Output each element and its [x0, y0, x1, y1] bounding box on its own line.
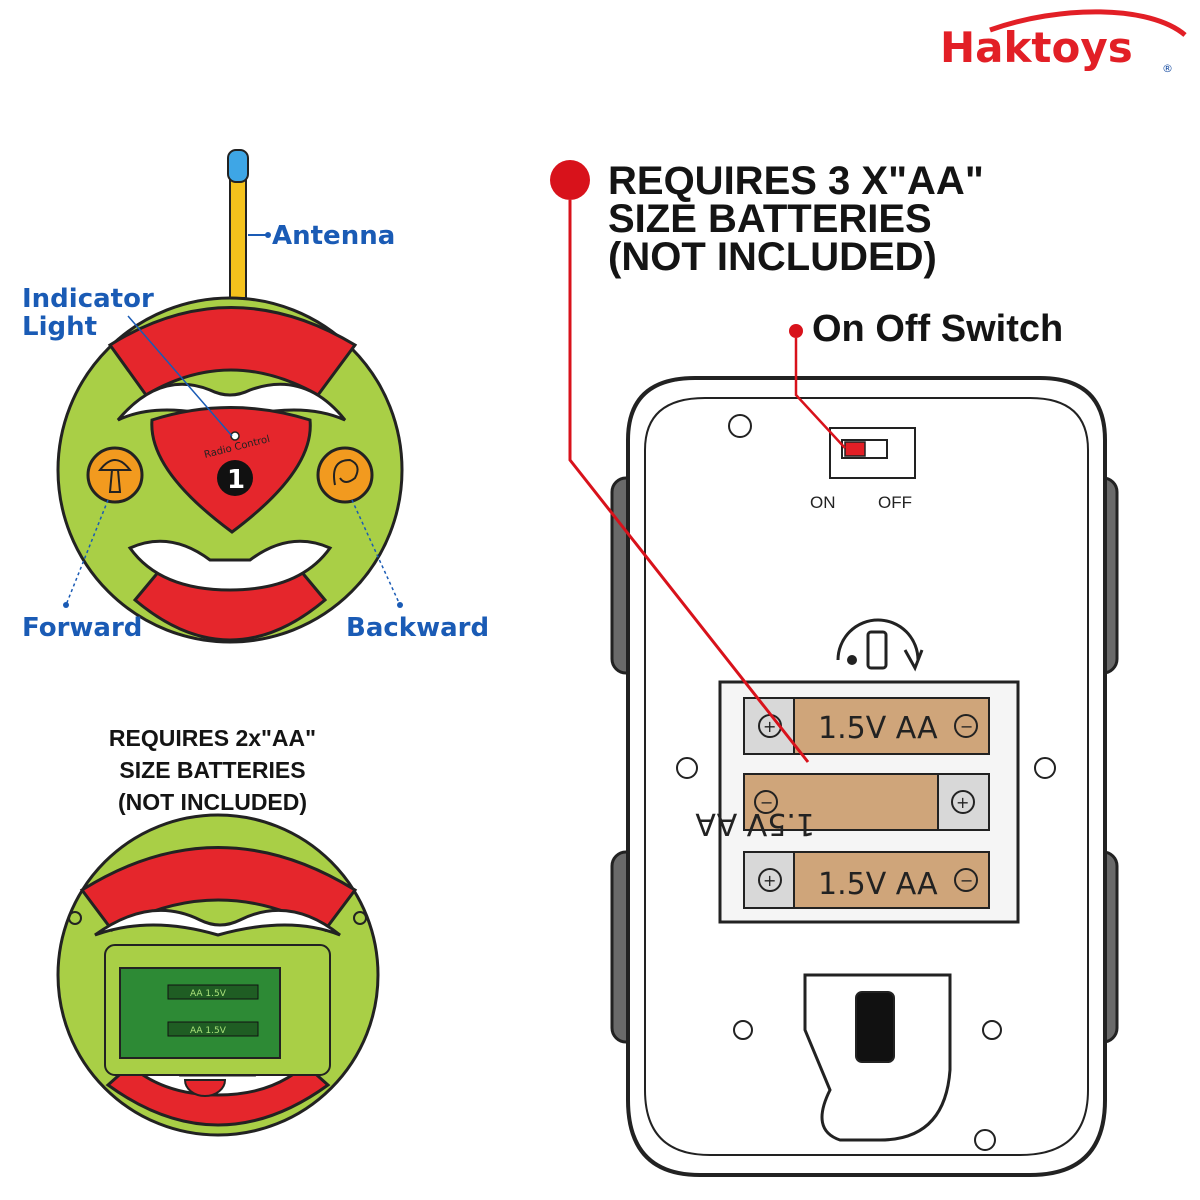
backward-leader-line	[351, 499, 401, 606]
indicator-light-label-line1: Indicator	[22, 284, 154, 314]
remote-battery-note-line1: REQUIRES 2x"AA"	[108, 725, 317, 751]
car-battery-note-line1: REQUIRES 3 X"AA"	[608, 159, 984, 203]
switch-callout-dot-icon	[789, 324, 803, 338]
minus-icon	[954, 714, 978, 738]
remote-battery-note-line3: (NOT INCLUDED)	[117, 789, 308, 815]
screw-icon	[974, 1129, 996, 1151]
indicator-leader-line	[127, 315, 233, 437]
switch-slider-icon[interactable]	[844, 441, 866, 457]
battery-3-label: 1.5V AA	[818, 867, 938, 902]
backward-arrow-icon	[333, 458, 359, 486]
wheel-lower-opening-icon	[127, 539, 333, 592]
battery-callout-line	[568, 200, 810, 763]
backward-label: Backward	[346, 613, 490, 643]
switch-callout-line	[794, 338, 846, 449]
antenna-rod-icon	[229, 177, 247, 299]
on-off-switch-label: On Off Switch	[812, 308, 1064, 350]
car-battery-note-line2: SIZE BATTERIES	[608, 197, 932, 241]
remote-battery-compartment-icon	[119, 967, 281, 1059]
battery-3-plus-text: +	[763, 871, 776, 890]
car-battery-note: REQUIRES 3 X"AA" SIZE BATTERIES (NOT INC…	[608, 159, 1168, 279]
battery-callout-dot-icon	[550, 160, 590, 200]
rear-slot-icon	[855, 991, 895, 1063]
car-battery-1: + 1.5V AA −	[743, 697, 990, 755]
screw-icon	[982, 1020, 1002, 1040]
screw-icon	[733, 1020, 753, 1040]
compartment-lock-icon[interactable]	[836, 618, 924, 672]
forward-leader-line	[65, 499, 109, 606]
remote-battery-note-line2: SIZE BATTERIES	[119, 757, 306, 783]
remote-battery-note: REQUIRES 2x"AA" SIZE BATTERIES (NOT INCL…	[40, 722, 385, 818]
screw-icon	[68, 911, 82, 925]
indicator-light-label-line2: Light	[22, 312, 98, 342]
backward-button-body-icon[interactable]	[316, 446, 374, 504]
battery-2-plus-text: +	[956, 793, 969, 812]
forward-leader-dot-icon	[63, 602, 69, 608]
remote-back-latch-icon[interactable]	[183, 1079, 227, 1097]
logo-trademark: ®	[1162, 62, 1173, 75]
minus-icon	[954, 868, 978, 892]
battery-1-label: 1.5V AA	[818, 711, 938, 746]
forward-label: Forward	[22, 613, 143, 643]
remote-battery-1-label: AA 1.5V	[190, 989, 227, 999]
battery-2-minus-text: −	[760, 793, 773, 812]
battery-2-label: 1.5V AA	[695, 806, 815, 841]
remote-battery-2-icon	[167, 1021, 259, 1037]
antenna-leader-dot-icon	[265, 232, 271, 238]
screw-icon	[728, 414, 752, 438]
battery-3-positive-cap-icon	[743, 851, 795, 909]
minus-icon	[754, 790, 778, 814]
brand-logo: Haktoys ®	[940, 9, 1187, 75]
battery-3-minus-text: −	[960, 871, 973, 890]
battery-1-plus-text: +	[763, 717, 776, 736]
car-body-inner-outline-icon	[644, 397, 1089, 1156]
on-off-switch[interactable]	[841, 439, 888, 459]
switch-on-label: ON	[810, 493, 836, 512]
forward-arrow-icon	[97, 459, 133, 493]
indicator-light-icon	[230, 431, 240, 441]
backward-leader-dot-icon	[397, 602, 403, 608]
remote-controller-front: Radio Control 1	[56, 149, 404, 644]
wheel-top-grip-icon	[107, 306, 358, 397]
car-battery-note-line3: (NOT INCLUDED)	[608, 235, 937, 279]
battery-2-positive-cap-icon	[937, 773, 990, 831]
antenna-label: Antenna	[272, 221, 396, 251]
screw-icon	[353, 911, 367, 925]
plus-icon	[758, 868, 782, 892]
car-battery-3: + 1.5V AA −	[743, 851, 990, 909]
badge-number-text: 1	[227, 465, 245, 495]
car-battery-2: − 1.5V AA +	[695, 773, 990, 841]
battery-1-minus-text: −	[960, 717, 973, 736]
antenna-tip-icon	[227, 149, 249, 183]
badge-number-circle-icon	[217, 460, 253, 496]
remote-back-upper-opening-icon	[94, 908, 341, 937]
logo-swoosh-icon	[989, 9, 1187, 37]
remote-battery-1-icon	[167, 984, 259, 1000]
screw-icon	[1034, 757, 1056, 779]
car-underside: ON OFF + 1.5V AA − − 1.5V AA	[550, 160, 1119, 1177]
battery-1-positive-cap-icon	[743, 697, 795, 755]
forward-button-body-icon[interactable]	[86, 446, 144, 504]
switch-off-label: OFF	[878, 493, 912, 512]
screw-icon	[676, 757, 698, 779]
logo-text: Haktoys	[940, 23, 1133, 72]
remote-battery-2-label: AA 1.5V	[190, 1026, 227, 1036]
remote-controller-back: AA 1.5V AA 1.5V	[56, 813, 380, 1137]
backward-button[interactable]	[316, 446, 374, 504]
plus-icon	[951, 790, 975, 814]
forward-button[interactable]	[86, 446, 144, 504]
